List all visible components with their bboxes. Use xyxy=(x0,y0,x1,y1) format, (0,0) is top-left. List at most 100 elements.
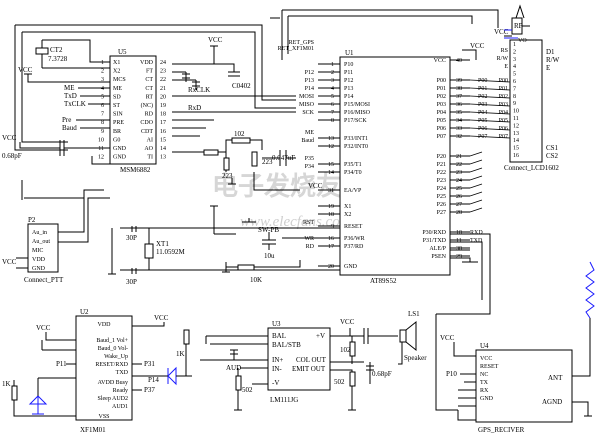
wire-u4-left xyxy=(458,373,476,407)
u1-net-left: ME xyxy=(305,130,314,136)
u1-left-nets: RET_GPSRET_XF1M01P12P13P14MOSIMISOSCKMEB… xyxy=(278,40,484,250)
wire-r-cluster xyxy=(172,139,263,172)
resistor-r-mid xyxy=(203,149,219,156)
u1-net-left: P34 xyxy=(305,164,314,170)
cap-u3-out xyxy=(330,328,369,344)
u1-pin-right: P04 xyxy=(437,110,446,116)
lcd-net: P02 xyxy=(499,94,508,100)
resistor-1k-led2 xyxy=(183,329,190,345)
connector-ptt xyxy=(27,223,59,273)
u1-pin-left: P16/MISO xyxy=(344,110,371,116)
u1-pin-left: P33/INT1 xyxy=(344,136,368,142)
u2-pin: VSS xyxy=(98,414,109,420)
u1-pin-right: P24 xyxy=(437,186,446,192)
u3-pin-balstb: BAL/STB xyxy=(272,341,301,349)
lcd-pin-cs2: CS2 xyxy=(546,152,559,160)
u1-pin-left: GND xyxy=(344,264,358,270)
u3-pin-minusv: -V xyxy=(272,379,279,387)
u1-pin-num-left: 1 xyxy=(331,62,334,68)
resistor-502b-label: 502 xyxy=(334,378,345,386)
lcd-pin-num: 7 xyxy=(513,86,516,92)
u5-pin-right: FT xyxy=(146,69,153,75)
lcd-pin-num: 4 xyxy=(513,64,516,70)
vcc-left-2: VCC xyxy=(2,134,17,142)
u3-ref: U3 xyxy=(272,320,281,328)
u5-pin-left: ST xyxy=(113,103,120,109)
u1-pin-left: P10 xyxy=(344,62,353,68)
u1-pin-right: P23 xyxy=(437,178,446,184)
u1-pin-num-right: 38 xyxy=(456,86,462,92)
u1-pin-num-left: 15 xyxy=(328,162,334,168)
u4-pin-left: NC xyxy=(480,372,488,378)
u1-pin-num-right: 23 xyxy=(456,170,462,176)
u1-net-rxd: RXD xyxy=(470,230,483,236)
u1-pin-num-right: 40 xyxy=(456,58,462,64)
u1-pin-right: P05 xyxy=(437,118,446,124)
u3-pin-inplus: IN+ xyxy=(272,356,283,364)
resistor-10k xyxy=(237,264,255,271)
u5-pin-right: AO xyxy=(144,146,153,152)
bus-p2-stub xyxy=(469,199,483,205)
u5-pin-num-left: 3 xyxy=(101,77,104,83)
u4-pin-left: GND xyxy=(480,396,494,402)
u1-net-left: MOSI xyxy=(299,94,314,100)
p2-name: Connect_PTT xyxy=(24,276,64,284)
u1-pin-right: P20 xyxy=(437,154,446,160)
lcd-pin-num: 6 xyxy=(513,79,516,85)
u5-pin-num-right: 14 xyxy=(160,146,166,152)
resistor-223b xyxy=(251,151,258,167)
cap-10u xyxy=(262,232,276,250)
u2-net-p14: P14 xyxy=(148,376,159,384)
cap-u5-2 xyxy=(192,80,200,90)
wire-xt1 xyxy=(120,227,340,271)
vcc-ea: VCC xyxy=(308,182,323,190)
u1-pin-right: ALE/P xyxy=(429,246,446,252)
wire-ct2 xyxy=(41,39,110,69)
u1-pin-num-left: 6 xyxy=(331,102,334,108)
lcd-pin-num: 2 xyxy=(513,49,516,55)
lcd-net: P01 xyxy=(499,86,508,92)
u1-pin-num-right: 39 xyxy=(456,78,462,84)
wire-u5-nets xyxy=(76,87,110,129)
vcc-u5-top: VCC xyxy=(208,36,223,44)
u1-pin-left: P36/WR xyxy=(344,236,365,242)
bus-p0-line xyxy=(469,87,511,91)
u5-pin-num-left: 11 xyxy=(98,146,104,152)
lcd-pin-rw: R/W xyxy=(546,56,560,64)
lcd-pin-d1: D1 xyxy=(546,48,555,56)
u5-pin-num-left: 9 xyxy=(101,129,104,135)
p2-pin-mic: MIC xyxy=(32,248,43,254)
u5-net-me: ME xyxy=(64,84,75,92)
vcc-u2-left: VCC xyxy=(36,324,51,332)
u5-pin-num-right: 23 xyxy=(160,69,166,75)
u5-pin-num-right: 20 xyxy=(160,94,166,100)
u3-part: LM111JG xyxy=(270,396,298,404)
xt1-value: 11.0592M xyxy=(156,248,185,256)
u4-pin-left: TX xyxy=(480,380,489,386)
lcd-net: P00 xyxy=(499,78,508,84)
wire-top-loop-left xyxy=(14,25,68,151)
u2-part: XF1M01 xyxy=(80,426,106,434)
speaker-icon xyxy=(399,320,417,352)
u1-pin-right: P21 xyxy=(437,162,446,168)
u1-pin-num-left: 12 xyxy=(328,144,334,150)
u5-pin-num-left: 2 xyxy=(101,69,104,75)
u1-pin-left: P37/RD xyxy=(344,244,364,250)
u5-pin-right: CDO xyxy=(140,120,153,126)
u1-pin-num-left: 13 xyxy=(328,136,334,142)
u1-pin-num-left: 14 xyxy=(328,170,334,176)
wire-u5-gnd xyxy=(91,156,110,165)
cap-10u-label: 10u xyxy=(264,252,275,260)
u5-ref: U5 xyxy=(118,48,127,56)
u3-pin-bal: BAL xyxy=(272,332,286,340)
u5-pin-num-right: 22 xyxy=(160,77,166,83)
u5-net-rxd: RxD xyxy=(188,104,201,112)
switch-sw-pb xyxy=(236,218,260,229)
u5-pin-left: X1 xyxy=(113,60,120,66)
crystal-xt1 xyxy=(144,243,154,259)
u1-pin-right: P27 xyxy=(437,210,446,216)
u1-part: AT89S52 xyxy=(370,277,397,285)
lcd-ref: Connect_LCD1602 xyxy=(504,164,559,172)
led-2 xyxy=(167,366,177,386)
u5-pin-right: (NC) xyxy=(141,102,153,109)
